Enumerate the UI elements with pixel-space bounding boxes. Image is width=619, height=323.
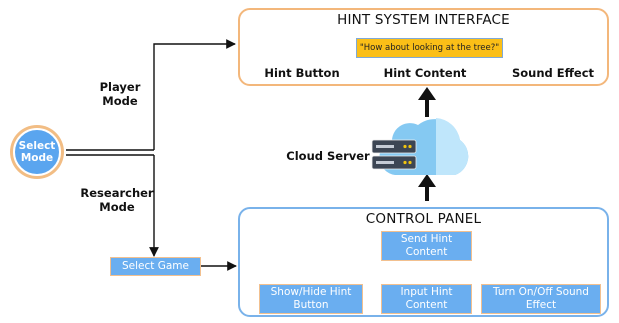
hint-panel-title: HINT SYSTEM INTERFACE — [337, 12, 510, 28]
cloud-server-icon — [371, 118, 469, 175]
show-hide-line2: Button — [293, 299, 329, 311]
sound-effect-label: Sound Effect — [511, 66, 595, 80]
select-mode-node: Select Mode — [10, 125, 64, 179]
input-hint-line1: Input Hint — [400, 286, 453, 298]
hint-content-box: "How about looking at the tree?" — [356, 38, 503, 58]
sound-toggle-line2: Effect — [525, 299, 557, 311]
hint-button-label: Hint Button — [264, 66, 340, 80]
select-mode-line2: Mode — [20, 152, 54, 164]
cloud-server-label: Cloud Server — [286, 149, 370, 163]
player-mode-line2: Mode — [102, 94, 138, 108]
player-mode-line1: Player — [99, 80, 141, 94]
show-hide-line1: Show/Hide Hint — [270, 286, 352, 298]
researcher-mode-label: Researcher Mode — [80, 186, 154, 214]
select-mode-circle: Select Mode — [13, 128, 61, 176]
input-hint-content-box: Input Hint Content — [381, 284, 472, 314]
mode-connector — [66, 39, 237, 271]
select-mode-line1: Select — [18, 140, 56, 152]
hint-content-label: Hint Content — [383, 66, 467, 80]
input-hint-line2: Content — [405, 299, 448, 311]
sound-toggle-box: Turn On/Off Sound Effect — [481, 284, 601, 314]
vertical-arrows — [418, 87, 436, 201]
show-hide-hint-button-box: Show/Hide Hint Button — [259, 284, 363, 314]
researcher-mode-line1: Researcher — [80, 186, 154, 200]
hint-content-text: "How about looking at the tree?" — [359, 43, 500, 53]
researcher-mode-line2: Mode — [99, 200, 135, 214]
select-game-text: Select Game — [122, 260, 189, 272]
send-hint-content-box: Send Hint Content — [381, 231, 472, 261]
select-game-box: Select Game — [110, 257, 201, 276]
control-panel-title: CONTROL PANEL — [365, 211, 482, 227]
send-hint-line1: Send Hint — [400, 233, 453, 245]
player-mode-label: Player Mode — [96, 80, 144, 108]
send-hint-line2: Content — [405, 246, 448, 258]
sound-toggle-line1: Turn On/Off Sound — [493, 286, 589, 298]
